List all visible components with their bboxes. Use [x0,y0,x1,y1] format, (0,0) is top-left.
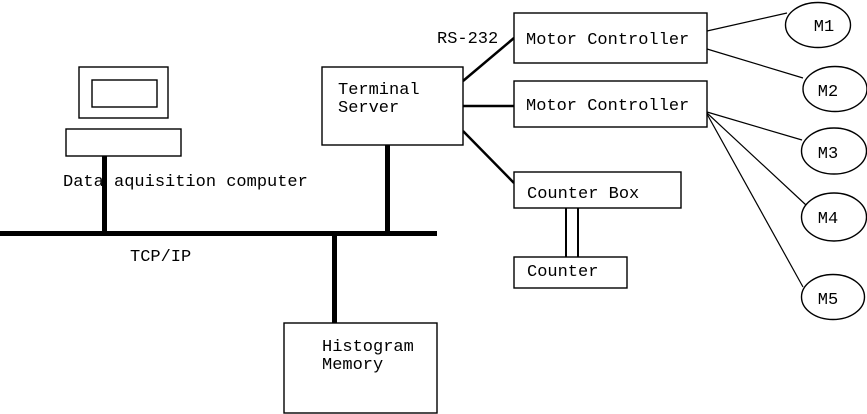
counter-box2 [513,256,628,289]
motor-controller-2-to-m5-link [706,113,804,288]
motor-controller-1-label: Motor Controller [526,31,689,50]
motor-controller-2-label: Motor Controller [526,97,689,116]
terminal-server-label-line2: Server [338,99,399,118]
motor-controller-1-to-m2-link [706,48,804,79]
counter-node: Counter [513,256,628,289]
motor-controller-2-to-m4-link [706,112,807,206]
histogram-memory-box [283,322,438,414]
motor-controller-1-node: Motor Controller [513,12,708,64]
histogram-memory-label-line1: Histogram [322,338,414,357]
counter-box-label: Counter Box [527,185,639,204]
motor-controller-2-box [513,80,708,128]
terminal-server-label-line1: Terminal [338,81,420,100]
counter-box-node: Counter Box [513,171,682,209]
keyboard-icon [65,128,182,157]
motor-m4-label: M4 [818,210,838,229]
tcp-ip-label: TCP/IP [130,248,191,267]
motor-m2-node: M2 [802,65,867,113]
motor-m4-node: M4 [800,192,867,242]
computer-icon [65,66,182,157]
motor-controller-1-to-m1-link [706,12,788,32]
motor-m2-label: M2 [818,83,838,102]
counter-box-box [513,171,682,209]
terminal-server-to-motor-controller-1-link [462,37,515,82]
monitor-screen-icon [91,79,158,108]
terminal-server-box [321,66,464,146]
motor-controller-1-box [513,12,708,64]
motor-m1-label: M1 [814,18,834,37]
counter-label: Counter [527,263,598,282]
motor-controller-2-to-m3-link [706,111,803,141]
terminal-server-to-counter-box-link [462,130,515,184]
motor-m1-node: M1 [784,1,852,49]
motor-m3-label: M3 [818,145,838,164]
motor-m5-ellipse [800,273,866,321]
computer-label: Data aquisition computer [63,173,308,192]
histogram-memory-label-line2: Memory [322,356,383,375]
motor-m2-ellipse [802,65,867,113]
terminal-server-node: Terminal Server [321,66,464,146]
motor-m3-node: M3 [800,127,867,175]
rs232-label: RS-232 [437,30,498,49]
motor-m5-label: M5 [818,291,838,310]
histogram-memory-node: Histogram Memory [283,322,438,414]
motor-controller-2-node: Motor Controller [513,80,708,128]
motor-m5-node: M5 [800,273,866,321]
motor-m1-ellipse [784,1,852,49]
